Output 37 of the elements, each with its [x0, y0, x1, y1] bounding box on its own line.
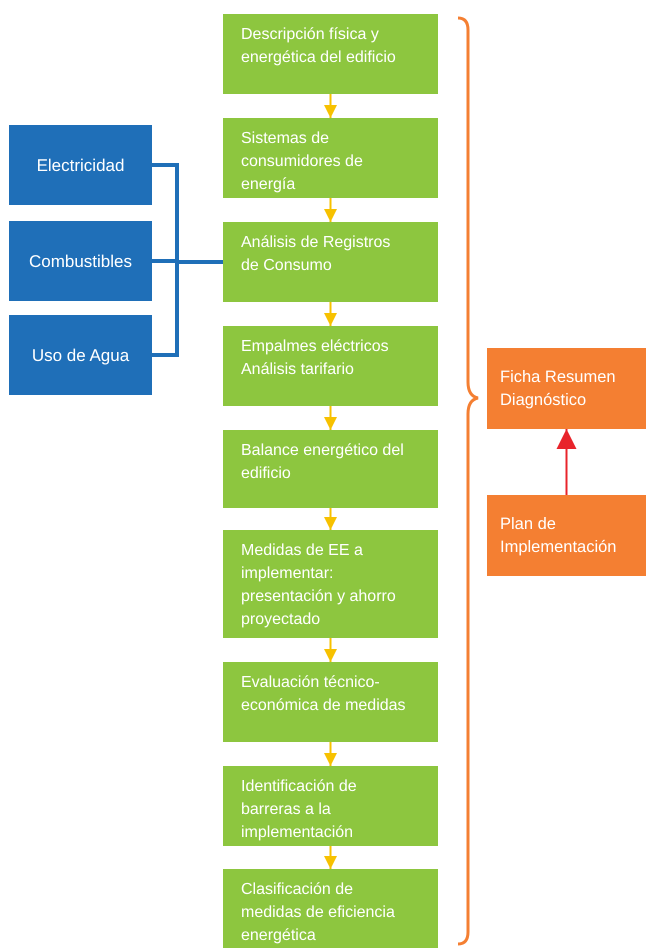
box-label: Empalmes eléctricos Análisis tarifario	[241, 337, 390, 380]
process-box	[223, 530, 438, 638]
arrowhead	[324, 846, 337, 869]
process-box	[223, 118, 438, 198]
arrowhead	[324, 638, 337, 662]
arrowhead	[324, 94, 337, 118]
box-label: Medidas de EE a implementar: presentación y ahorro proyectado	[241, 541, 397, 630]
arrowhead	[324, 508, 337, 530]
box-label: Identificación de barreras a la implementación	[241, 777, 358, 843]
arrowhead	[324, 742, 337, 766]
arrowhead	[324, 406, 337, 430]
process-box	[223, 869, 438, 948]
box-label: Uso de Agua	[32, 344, 130, 366]
process-box	[223, 222, 438, 302]
box-label: Clasificación de medidas de eficiencia energética	[241, 880, 396, 946]
output-box	[487, 348, 646, 429]
box-label: Análisis de Registros de Consumo	[241, 233, 392, 276]
input-box	[9, 221, 152, 301]
arrowhead	[324, 302, 337, 326]
arrowhead	[556, 429, 576, 495]
process-box	[223, 14, 438, 94]
process-box	[223, 326, 438, 406]
box-label: Electricidad	[36, 154, 124, 176]
output-box	[487, 495, 646, 576]
box-label: Combustibles	[29, 250, 132, 272]
process-box	[223, 662, 438, 742]
process-box	[223, 766, 438, 846]
box-label: Balance energético del edificio	[241, 441, 405, 484]
box-label: Ficha Resumen Diagnóstico	[500, 366, 617, 410]
process-box	[223, 430, 438, 508]
box-label: Plan de Implementación	[500, 514, 618, 558]
box-label: Sistemas de consumidores de energía	[241, 129, 364, 195]
box-label: Descripción física y energética del edificio	[241, 25, 397, 68]
box-label: Evaluación técnico-económica de medidas	[241, 673, 407, 716]
input-box	[9, 315, 152, 395]
arrowhead	[324, 198, 337, 222]
input-box	[9, 125, 152, 205]
